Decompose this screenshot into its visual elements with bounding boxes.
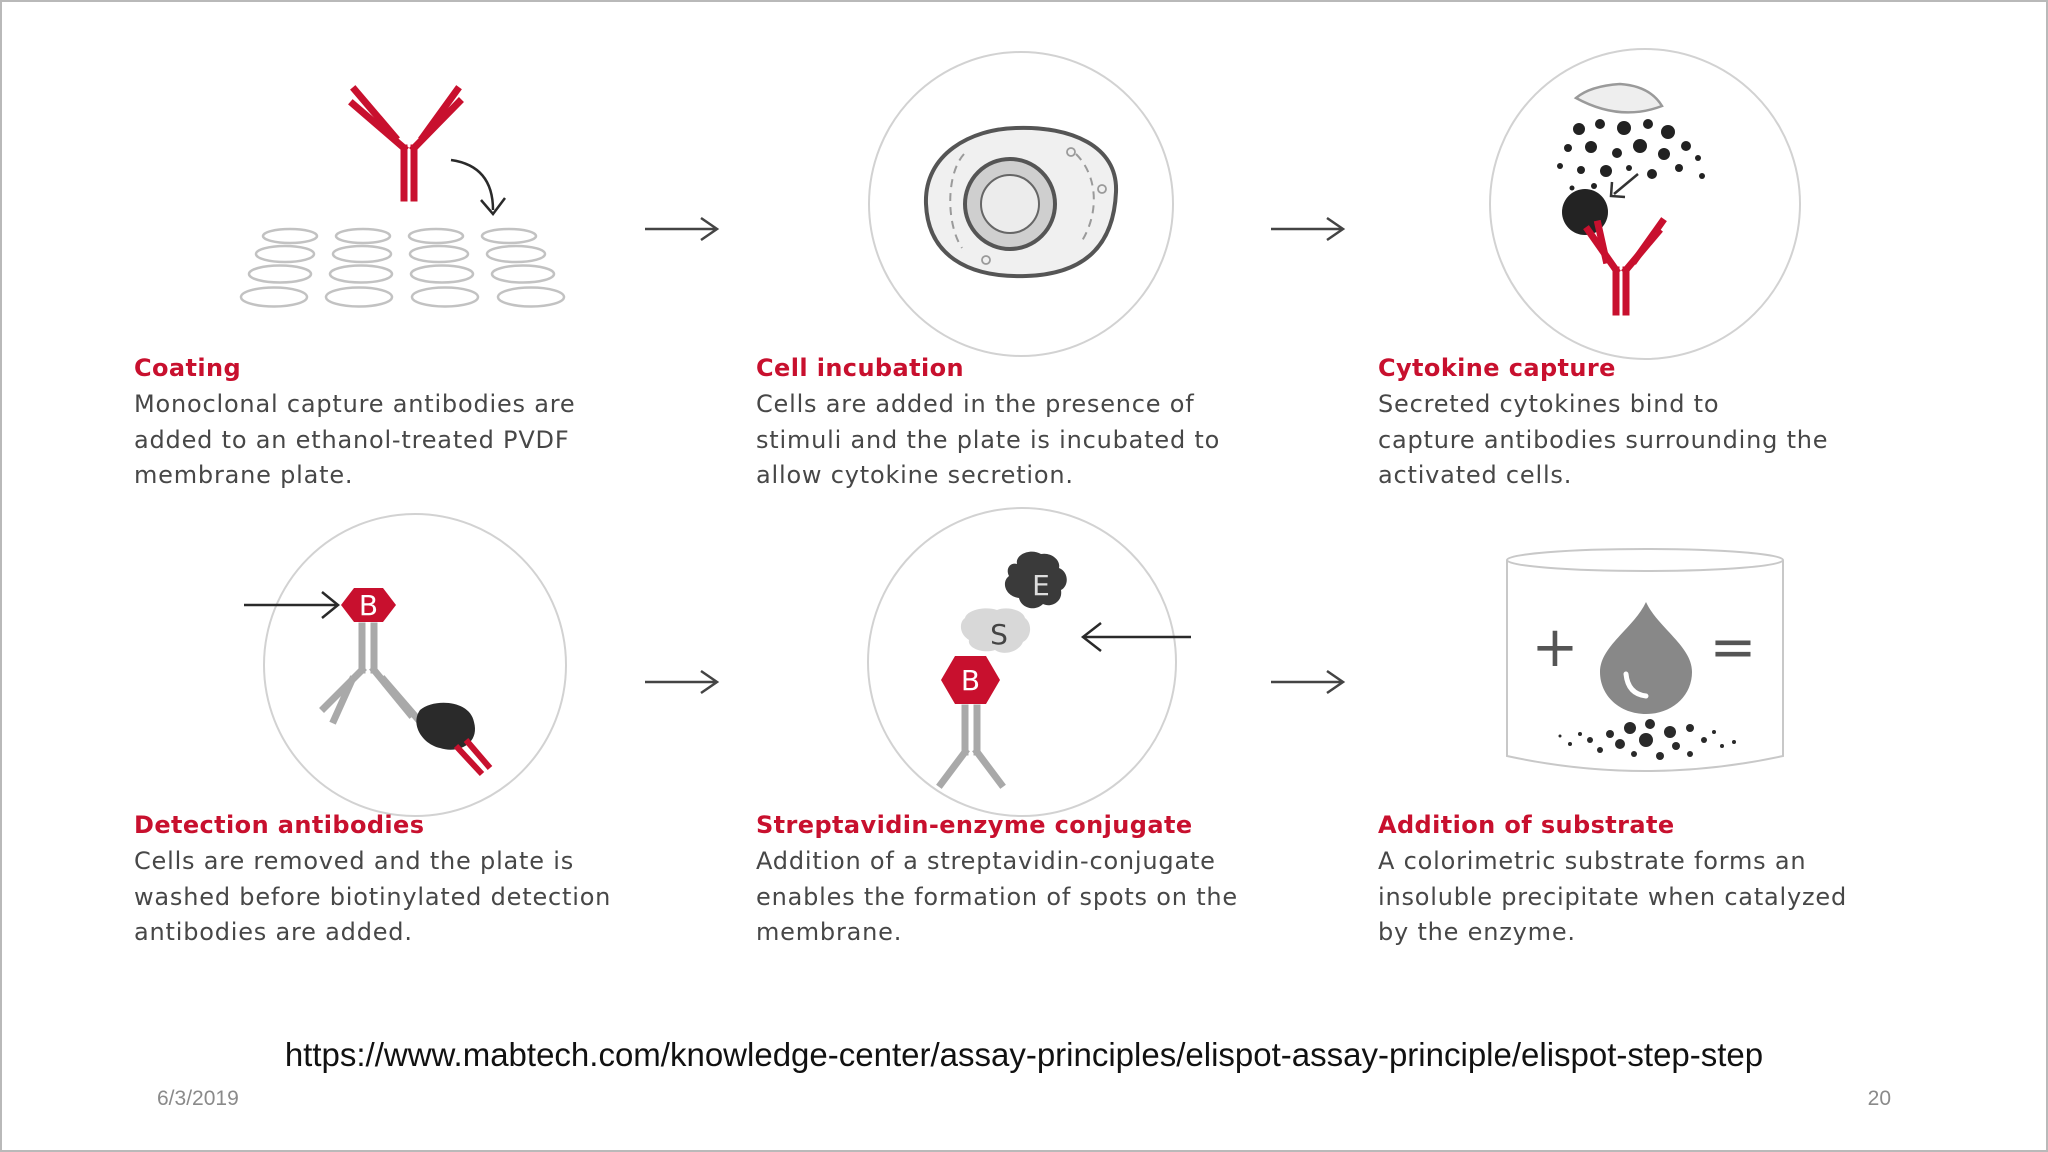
step-description-line: added to an ethanol-treated PVDF <box>134 426 570 454</box>
step-description-line: stimuli and the plate is incubated to <box>756 426 1221 454</box>
step-description-line: Secreted cytokines bind to <box>1378 390 1720 418</box>
step-description-line: Monoclonal capture antibodies are <box>134 390 576 418</box>
flow-arrow-icon <box>645 216 720 242</box>
substrate-drop-icon <box>1600 602 1692 714</box>
well-circle <box>867 507 1177 817</box>
detection-antibodies-illustration: B <box>244 513 567 817</box>
cell-incubation-illustration <box>868 51 1174 357</box>
step-description-line: enables the formation of spots on the <box>756 883 1239 911</box>
biotin-hexagon <box>941 656 1000 704</box>
biotin-label: B <box>961 664 980 697</box>
equals-sign: = <box>1710 615 1757 680</box>
biotin-label: B <box>359 589 378 622</box>
step-description-line: capture antibodies surrounding the <box>1378 426 1829 454</box>
streptavidin-enzyme-illustration: E S B <box>867 507 1191 817</box>
flow-arrow-icon <box>1271 216 1346 242</box>
step-description-line: activated cells. <box>1378 461 1573 489</box>
plus-sign: + <box>1532 615 1579 680</box>
step-description-line: A colorimetric substrate forms an <box>1378 847 1807 875</box>
secreted-cytokines <box>1557 119 1705 191</box>
capture-antibody <box>1583 217 1667 316</box>
capture-antibody <box>348 85 464 202</box>
flow-arrow-icon <box>645 669 720 695</box>
cytokine-blob <box>416 702 476 750</box>
step-description-line: membrane. <box>756 918 903 946</box>
slide-number: 20 <box>1867 1087 1891 1110</box>
flow-arrow-icon <box>1271 669 1346 695</box>
biotin-hexagon <box>341 588 396 622</box>
well-rim <box>1506 548 1784 572</box>
membrane-wells <box>239 227 566 308</box>
step-title-cell-incubation: Cell incubation <box>756 354 964 382</box>
detection-antibody <box>319 622 427 729</box>
cytokine-capture-illustration <box>1489 48 1801 360</box>
step-description-line: by the enzyme. <box>1378 918 1576 946</box>
enzyme-label: E <box>1032 569 1050 602</box>
step-description-line: antibodies are added. <box>134 918 413 946</box>
step-description-line: Addition of a streptavidin-conjugate <box>756 847 1216 875</box>
well-circle <box>263 513 567 817</box>
step-description-line: insoluble precipitate when catalyzed <box>1378 883 1848 911</box>
enzyme-blob <box>1004 551 1067 609</box>
activated-cell <box>1573 82 1664 114</box>
step-description-line: allow cytokine secretion. <box>756 461 1074 489</box>
step-title-cytokine-capture: Cytokine capture <box>1378 354 1616 382</box>
step-description-line: membrane plate. <box>134 461 354 489</box>
step-title-streptavidin-enzyme: Streptavidin-enzyme conjugate <box>756 811 1193 839</box>
precipitate-spots <box>1558 719 1736 760</box>
slide-date: 6/3/2019 <box>157 1087 239 1110</box>
well-circle <box>868 51 1174 357</box>
detection-antibody <box>936 704 1006 789</box>
step-description-line: Cells are removed and the plate is <box>134 847 575 875</box>
substrate-illustration: + = <box>1506 548 1784 772</box>
step-title-coating: Coating <box>134 354 242 382</box>
well-circle <box>1489 48 1801 360</box>
step-description-line: washed before biotinylated detection <box>134 883 612 911</box>
source-url: https://www.mabtech.com/knowledge-center… <box>284 1036 1764 1073</box>
step-description-line: Cells are added in the presence of <box>756 390 1195 418</box>
streptavidin-label: S <box>990 618 1008 651</box>
step-title-detection-antibodies: Detection antibodies <box>134 811 425 839</box>
streptavidin-shape <box>960 608 1031 653</box>
step-title-addition-of-substrate: Addition of substrate <box>1378 811 1675 839</box>
well-wall <box>1506 560 1784 772</box>
curved-arrow-icon <box>450 158 495 211</box>
coating-illustration <box>239 85 566 308</box>
